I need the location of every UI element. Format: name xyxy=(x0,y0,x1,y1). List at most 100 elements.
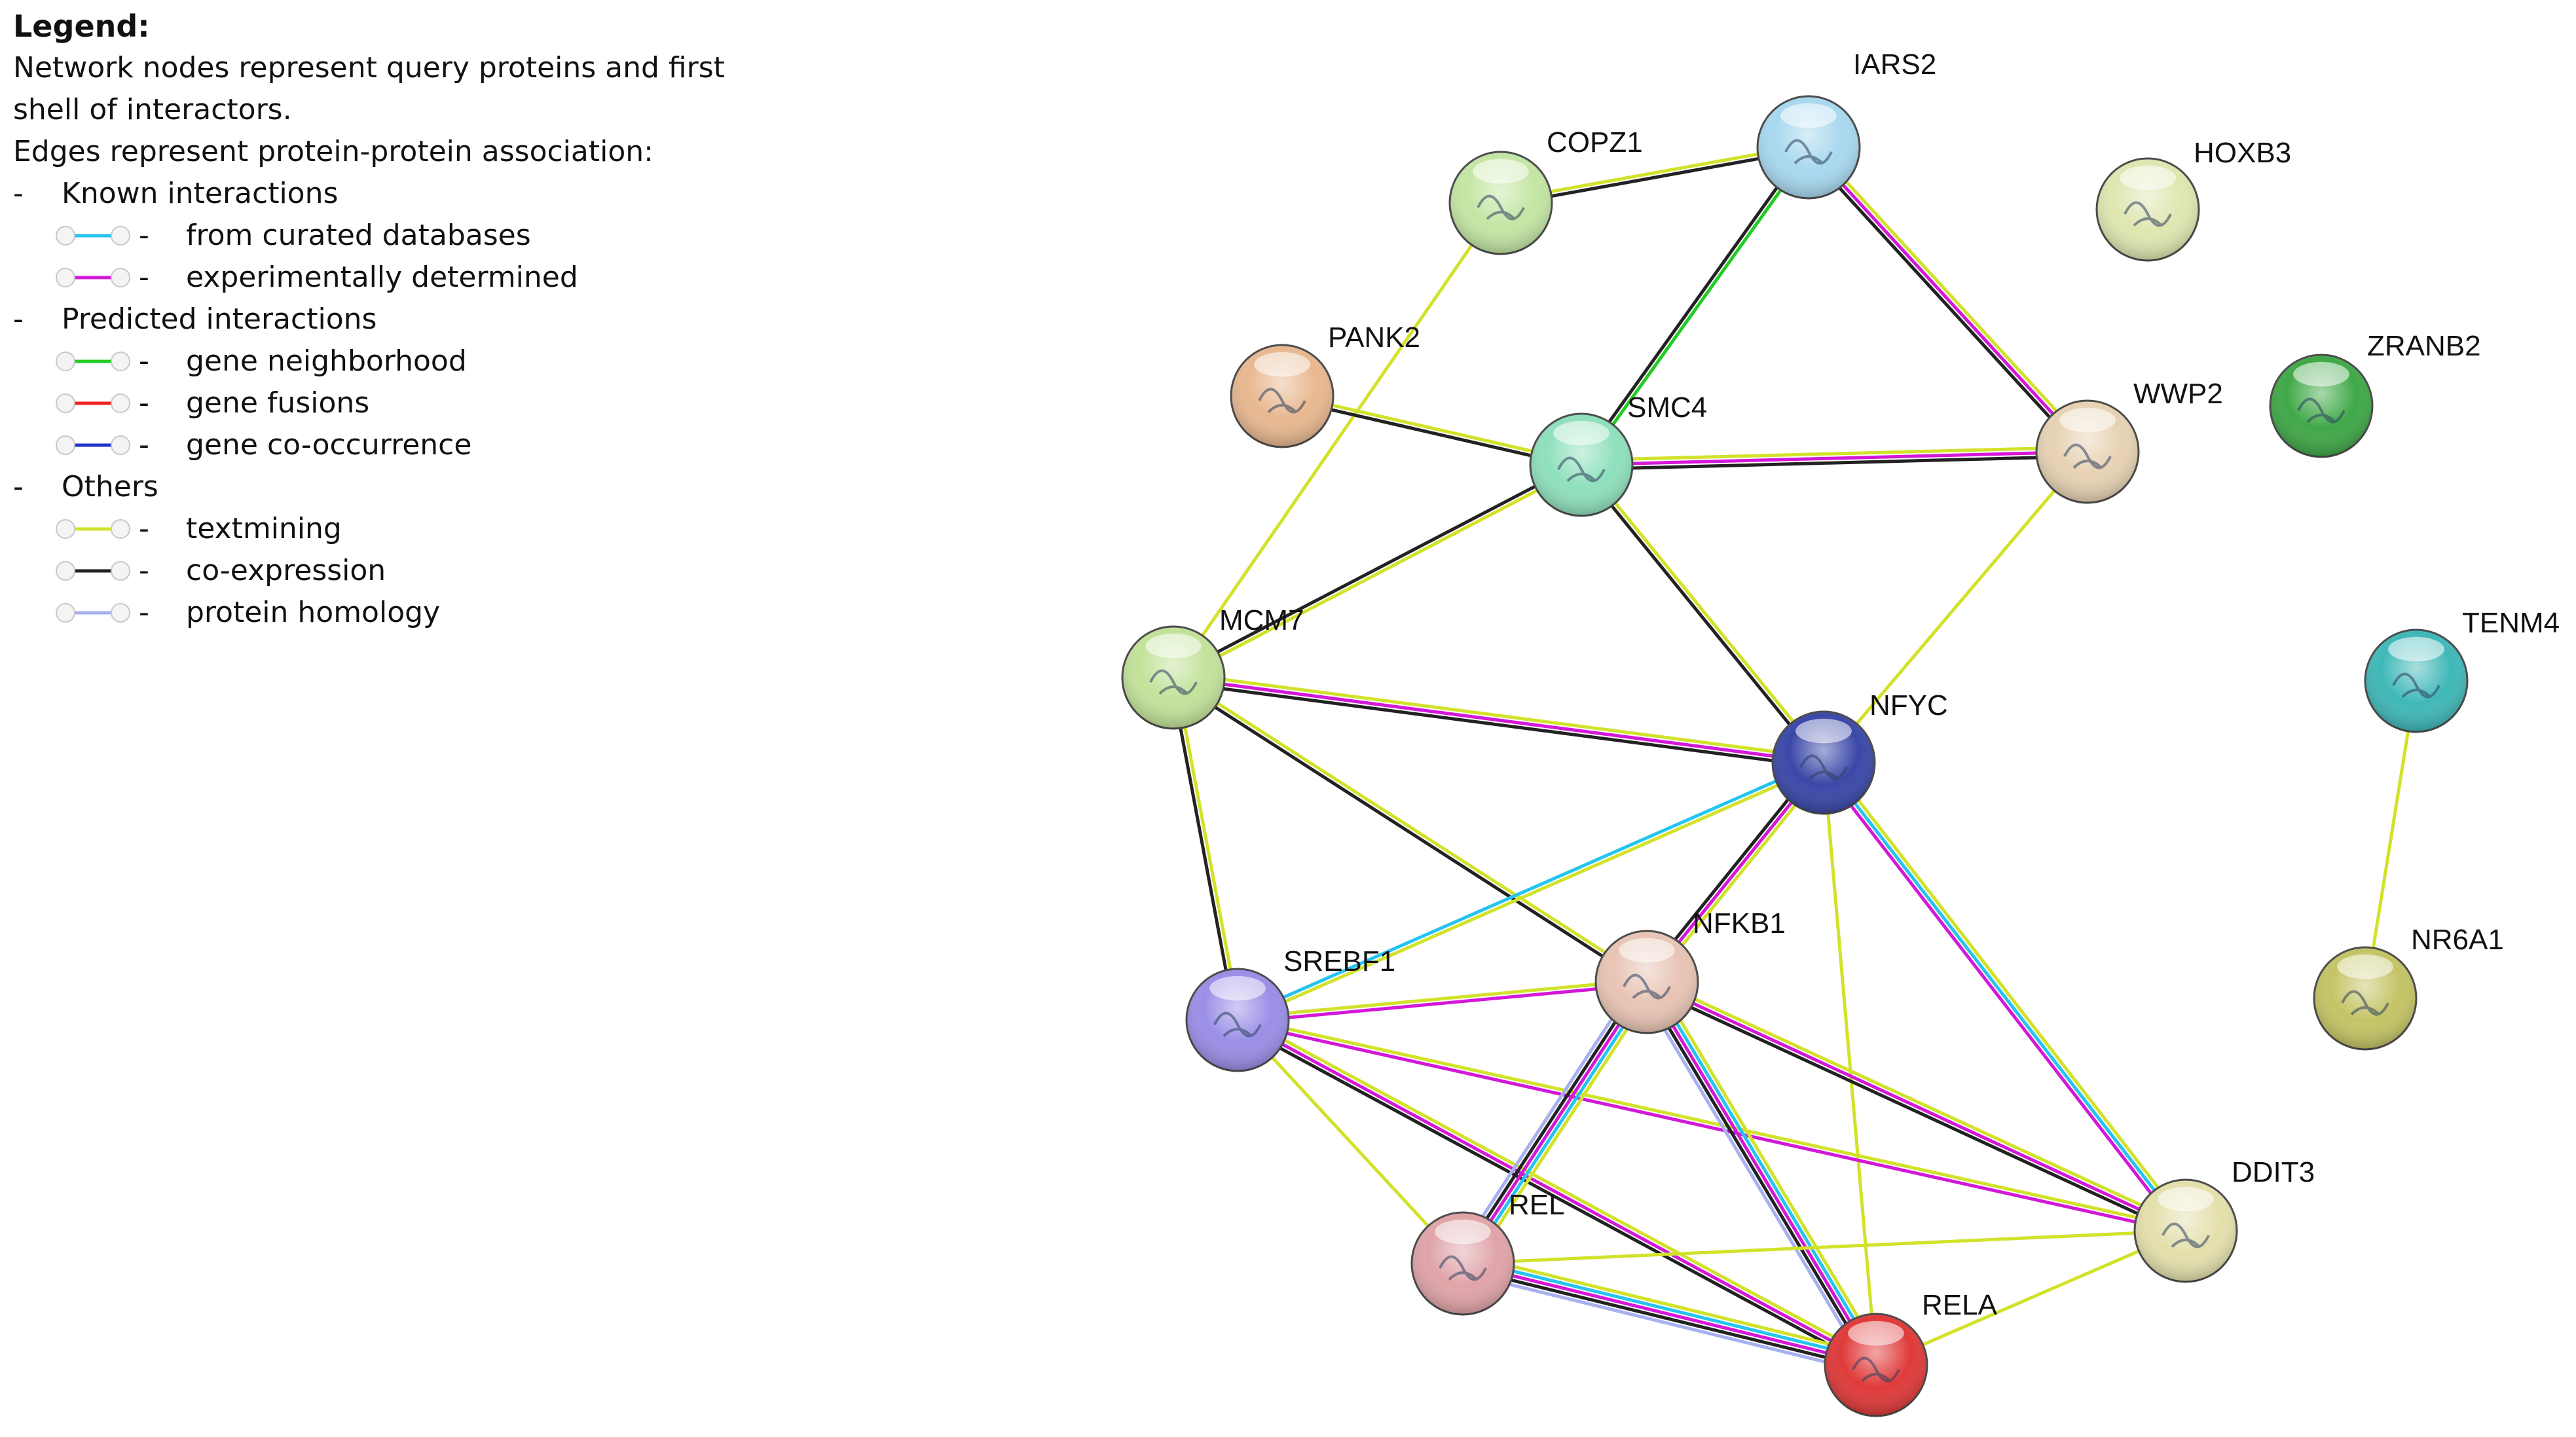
node-sheen xyxy=(2270,355,2372,457)
edge-strand-coexpression xyxy=(1641,983,1874,1370)
edge-strand-coexpression xyxy=(1170,678,1647,986)
edge-strand-experimental xyxy=(1645,980,1878,1367)
legend-dash: - xyxy=(139,512,149,545)
node-glare xyxy=(1435,1219,1491,1245)
legend-swatch-textmining xyxy=(56,519,130,539)
edge-strand-homology xyxy=(1637,985,1870,1372)
legend-dash: - xyxy=(139,386,149,420)
node-sheen xyxy=(1450,152,1552,254)
edge-nfkb1-rela xyxy=(1637,975,1886,1372)
legend-dash: - xyxy=(139,344,149,378)
edge-srebf1-rel xyxy=(1236,1018,1465,1265)
legend-dash: - xyxy=(139,596,149,629)
legend-item-textmining: - textmining xyxy=(13,508,799,550)
node-label: HOXB3 xyxy=(2194,137,2291,169)
edge-strand-curated xyxy=(1465,983,1653,1268)
edge-strand-experimental xyxy=(1171,676,1826,765)
node-glare xyxy=(1254,352,1310,377)
edge-nfkb1-ddit3 xyxy=(1643,976,2190,1237)
edge-rel-ddit3 xyxy=(1461,1229,2188,1265)
edge-strand-neighborhood xyxy=(1581,147,1812,468)
legend-line-2: shell of interactors. xyxy=(13,93,292,126)
legend-known-title: Known interactions xyxy=(62,177,339,210)
node-iars2[interactable]: IARS2 xyxy=(1756,48,1936,200)
node-label: PANK2 xyxy=(1328,321,1420,354)
node-sheen xyxy=(1825,1314,1927,1416)
node-sheen xyxy=(1122,627,1224,729)
edge-nfyc-srebf1 xyxy=(1235,759,1826,1024)
node-glare xyxy=(1848,1320,1904,1346)
node-zranb2[interactable]: ZRANB2 xyxy=(2269,330,2481,458)
node-rel[interactable]: REL xyxy=(1410,1189,1565,1316)
node-glare xyxy=(1145,633,1202,659)
edge-strand-curated xyxy=(1649,977,1882,1364)
node-nr6a1[interactable]: NR6A1 xyxy=(2313,924,2504,1051)
node-nfyc[interactable]: NFYC xyxy=(1771,689,1948,815)
legend-swatch-node xyxy=(111,393,130,413)
edge-strand-experimental xyxy=(1235,1020,2187,1235)
node-wwp2[interactable]: WWP2 xyxy=(2035,378,2223,504)
legend-label-homology: protein homology xyxy=(186,596,441,629)
edge-strand-experimental xyxy=(1645,980,2188,1233)
legend-swatch-neighborhood xyxy=(56,352,130,371)
edge-strand-textmining xyxy=(1498,143,1810,203)
node-label: NFKB1 xyxy=(1693,907,1786,939)
edge-strand-coexpression xyxy=(1579,454,2089,471)
edge-strand-coexpression xyxy=(1170,461,1582,678)
node-rela[interactable]: RELA xyxy=(1824,1289,1998,1417)
node-sheen xyxy=(1773,712,1875,814)
node-label: SMC4 xyxy=(1627,391,1707,424)
edge-iars2-wwp2 xyxy=(1803,142,2093,457)
node-hoxb3[interactable]: HOXB3 xyxy=(2095,137,2291,262)
node-ddit3[interactable]: DDIT3 xyxy=(2133,1156,2315,1283)
edge-copz1-mcm7 xyxy=(1171,201,1503,680)
edge-strand-textmining xyxy=(1173,675,1242,1021)
node-nfkb1[interactable]: NFKB1 xyxy=(1594,907,1786,1034)
edge-strand-coexpression xyxy=(1234,1022,1876,1371)
edge-strand-textmining xyxy=(1172,671,1826,760)
edge-strand-textmining xyxy=(1173,465,1585,682)
node-srebf1[interactable]: SREBF1 xyxy=(1185,945,1395,1072)
legend-dash: - xyxy=(139,261,149,294)
legend-label-cooccurrence: gene co-occurrence xyxy=(186,428,472,462)
legend-item-fusion: - gene fusions xyxy=(13,382,799,424)
legend-swatch-node xyxy=(111,435,130,455)
legend-swatch-experimental xyxy=(56,268,130,287)
legend-dash: - xyxy=(13,470,24,503)
legend-swatch-coexpression xyxy=(56,561,130,581)
legend-label-fusion: gene fusions xyxy=(186,386,370,420)
edge-wwp2-nfyc xyxy=(1822,450,2089,765)
node-tenm4[interactable]: TENM4 xyxy=(2364,607,2560,733)
edge-strand-textmining xyxy=(1647,976,2190,1229)
legend-swatch-curated xyxy=(56,226,130,246)
legend-label-coexpression: co-expression xyxy=(186,554,386,587)
node-sheen xyxy=(2097,158,2199,261)
edge-mcm7-nfyc xyxy=(1171,671,1826,769)
edge-strand-textmining xyxy=(2363,679,2418,1000)
node-glare xyxy=(2120,165,2176,191)
edge-strand-experimental xyxy=(1236,982,1649,1024)
legend-swatch-node xyxy=(111,268,130,287)
legend-item-experimental: - experimentally determined xyxy=(13,257,799,299)
node-smc4[interactable]: SMC4 xyxy=(1529,391,1707,517)
node-glare xyxy=(2293,361,2349,387)
edge-strand-textmining xyxy=(1581,462,1828,763)
edge-strand-textmining xyxy=(1236,978,1649,1020)
legend-swatch-node xyxy=(111,561,130,581)
node-mcm7[interactable]: MCM7 xyxy=(1121,604,1304,730)
node-copz1[interactable]: COPZ1 xyxy=(1448,126,1643,255)
protein-structure-icon xyxy=(1784,139,1833,165)
node-glare xyxy=(2158,1186,2214,1212)
edge-nfyc-ddit3 xyxy=(1818,758,2192,1235)
node-sheen xyxy=(2135,1180,2237,1282)
edge-strand-textmining xyxy=(1171,201,1503,680)
node-glare xyxy=(1473,158,1529,184)
edge-strand-textmining xyxy=(1173,674,1650,982)
legend-swatch-node xyxy=(111,352,130,371)
protein-structure-icon xyxy=(1799,754,1848,780)
edge-strand-textmining xyxy=(1469,985,1657,1271)
node-pank2[interactable]: PANK2 xyxy=(1230,321,1420,448)
edge-strand-textmining xyxy=(1238,1014,1880,1363)
legend-label-curated: from curated databases xyxy=(186,219,531,252)
protein-structure-icon xyxy=(1623,973,1671,1000)
